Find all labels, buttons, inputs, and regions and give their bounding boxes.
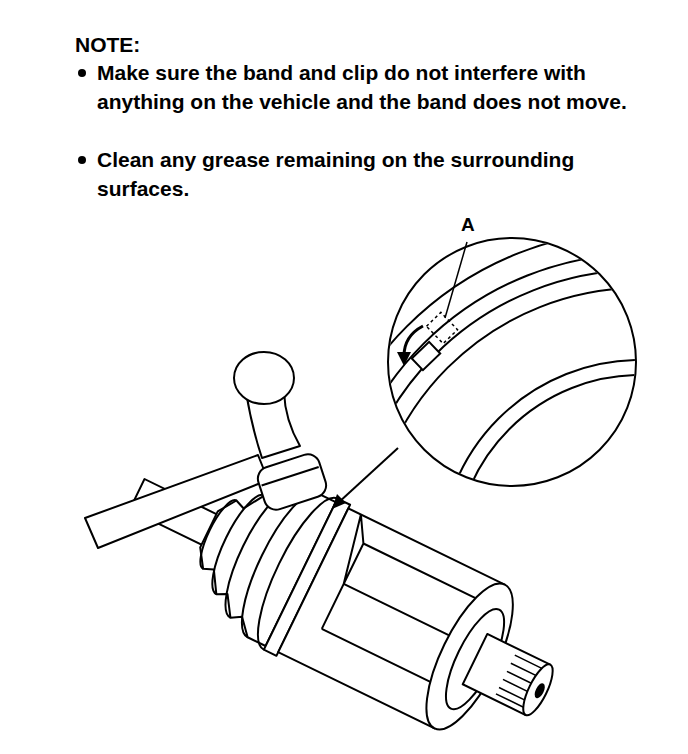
band-clip <box>412 342 440 370</box>
boot-edge <box>455 375 688 745</box>
band-edge <box>350 270 688 754</box>
clip-folded-position <box>426 312 457 343</box>
hammer-peen <box>234 352 294 404</box>
bullets <box>78 69 86 164</box>
hammer-face-edge <box>262 467 319 486</box>
stub-end <box>518 661 559 719</box>
bullet-dot <box>78 156 86 164</box>
boot-edge <box>440 360 688 754</box>
hammer-face-body <box>255 451 329 513</box>
arrowhead <box>332 494 346 509</box>
note-text: Clean any grease remaining on the surrou… <box>97 145 672 203</box>
center-hole <box>534 683 546 698</box>
note-heading: NOTE: <box>75 30 140 59</box>
detail-leader <box>332 448 398 509</box>
arrowhead <box>397 352 411 366</box>
hammer <box>85 352 329 548</box>
leader-line <box>338 448 398 503</box>
band-edge <box>334 254 688 754</box>
hammer-handle <box>85 455 268 548</box>
housing-edge <box>310 230 688 754</box>
bullet-dot <box>78 69 86 77</box>
magnifier-circle <box>388 238 636 486</box>
callout-letter: A <box>461 214 475 236</box>
fold-arrow <box>404 326 423 356</box>
clip-detail <box>397 242 467 370</box>
leader-line <box>445 242 467 318</box>
note-text: Make sure the band and clip do not inter… <box>97 58 672 116</box>
boot-edge <box>368 288 688 754</box>
detail-view <box>310 230 688 754</box>
hammer-face <box>255 451 329 513</box>
